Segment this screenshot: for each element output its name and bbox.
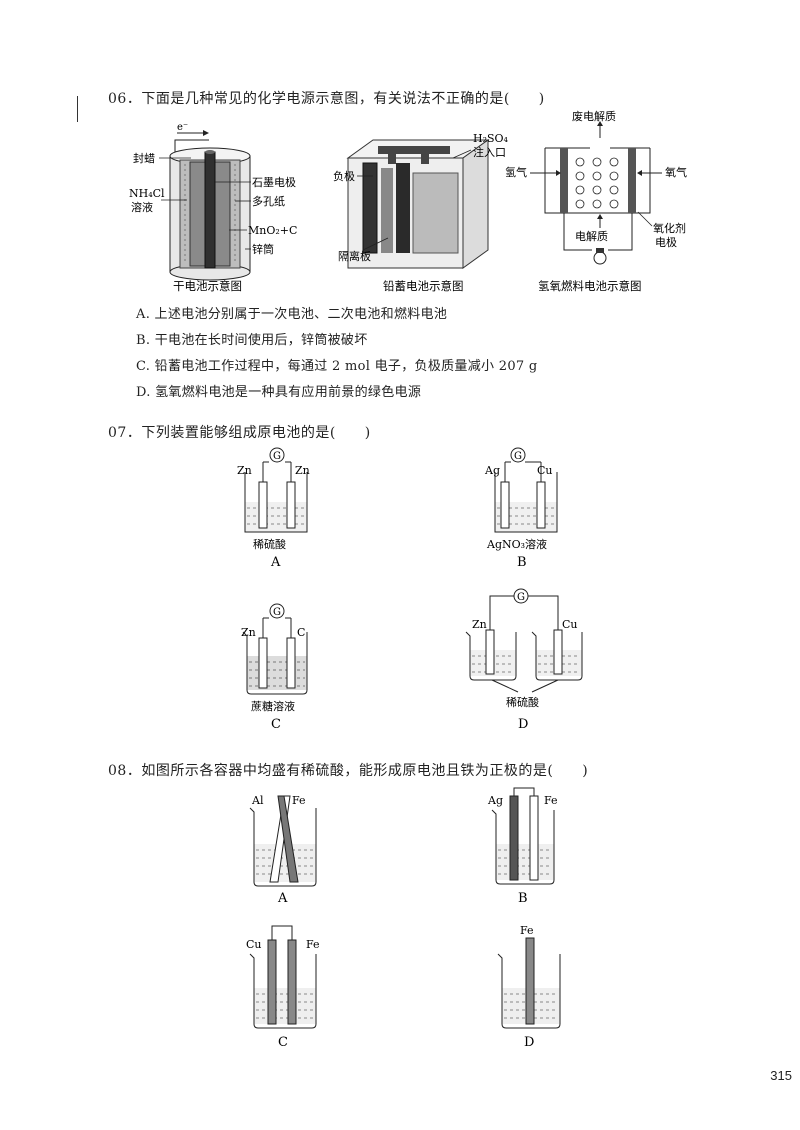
electrode-right: Fe (544, 794, 558, 807)
electrode-left: Al (251, 794, 264, 807)
electrode-right: Fe (292, 794, 306, 807)
electrode-left: Zn (237, 464, 252, 477)
q08-apparatus-b: Ag Fe B (487, 787, 558, 906)
q06-option-b: B. 干电池在长时间使用后，锌筒被破坏 (136, 333, 368, 348)
electrode-label: 电极 (655, 235, 677, 249)
electrode-left: Zn (472, 618, 487, 631)
solution-label: 稀硫酸 (253, 537, 286, 551)
dry-cell-figure: e⁻ 封蜡 NH₄Cl 溶液 石墨电极 多孔纸 MnO₂+C 锌筒 干电池示意图 (129, 122, 297, 293)
electrode-right: Zn (295, 464, 310, 477)
electrode-right: Cu (562, 618, 578, 631)
nh4cl-label: NH₄Cl (129, 187, 165, 200)
q07-apparatus-a: G Zn Zn 稀硫酸 A (237, 447, 310, 570)
q06-option-c: C. 铅蓄电池工作过程中，每通过 2 mol 电子，负极质量减小 207 g (136, 359, 538, 374)
q06-option-a: A. 上述电池分别属于一次电池、二次电池和燃料电池 (136, 307, 448, 322)
zinc-label: 锌筒 (252, 242, 274, 256)
separator-label: 隔离板 (338, 249, 371, 263)
galvanometer-label: G (517, 592, 525, 603)
mno2-label: MnO₂+C (248, 224, 297, 237)
lead-battery-caption: 铅蓄电池示意图 (383, 279, 464, 293)
q07-stem: 07．下列装置能够组成原电池的是( ) (108, 425, 371, 441)
electrode-left: Cu (246, 938, 262, 951)
seal-label: 封蜡 (133, 151, 155, 165)
option-letter: C (278, 1035, 288, 1050)
option-letter: A (270, 555, 281, 570)
electrode-right: Cu (537, 464, 553, 477)
electrode-right: C (297, 626, 305, 639)
electrolyte-label: 电解质 (575, 229, 608, 243)
q08-apparatus-a: Al Fe A (249, 794, 317, 906)
q07-apparatus-d: G Zn Cu 稀硫酸 D (465, 588, 583, 732)
oxidant-label: 氧化剂 (653, 221, 686, 235)
option-letter: C (271, 717, 281, 732)
electron-label: e⁻ (177, 122, 188, 133)
q08-apparatus-c: Cu Fe C (246, 925, 320, 1050)
graphite-label: 石墨电极 (252, 175, 296, 189)
electrode-left: Ag (487, 794, 503, 807)
option-letter: A (277, 891, 288, 906)
solution-label: 蔗糖溶液 (251, 699, 295, 713)
margin-mark (77, 96, 78, 122)
fuel-cell-figure: 废电解质 氢气 氧气 电解质 氧化剂 电极 氢氧燃料电池示意图 (505, 109, 687, 293)
h2so4-label: H₂SO₄ (473, 132, 509, 145)
option-letter: D (518, 717, 528, 732)
dry-cell-caption: 干电池示意图 (173, 279, 242, 293)
galvanometer-label: G (514, 451, 522, 462)
paper-label: 多孔纸 (252, 194, 285, 208)
q08-stem: 08．如图所示各容器中均盛有稀硫酸，能形成原电池且铁为正极的是( ) (108, 763, 589, 779)
electrode-top: Fe (520, 924, 534, 937)
nh4cl-solution-label: 溶液 (131, 200, 153, 214)
waste-electrolyte-label: 废电解质 (572, 109, 616, 123)
inlet-label: 注入口 (473, 145, 506, 159)
page-number: 315 (770, 1068, 792, 1083)
solution-label: 稀硫酸 (506, 695, 539, 709)
option-letter: D (524, 1035, 534, 1050)
negative-label: 负极 (333, 169, 355, 183)
fuel-cell-caption: 氢氧燃料电池示意图 (538, 279, 642, 293)
lead-battery-figure: H₂SO₄ 注入口 负极 隔离板 铅蓄电池示意图 (333, 132, 509, 293)
option-letter: B (518, 891, 528, 906)
galvanometer-label: G (273, 607, 281, 618)
option-letter: B (517, 555, 527, 570)
q07-apparatus-b: G Ag Cu AgNO₃溶液 B (484, 447, 558, 570)
q08-apparatus-d: Fe D (497, 924, 561, 1050)
electrode-left: Zn (241, 626, 256, 639)
galvanometer-label: G (273, 451, 281, 462)
electrode-left: Ag (484, 464, 500, 477)
q06-option-d: D. 氢氧燃料电池是一种具有应用前景的绿色电源 (136, 385, 422, 400)
o2-label: 氧气 (665, 165, 687, 179)
q07-apparatus-c: G Zn C 蔗糖溶液 C (241, 603, 308, 732)
q06-stem: 06．下面是几种常见的化学电源示意图，有关说法不正确的是( ) (108, 91, 545, 107)
electrode-right: Fe (306, 938, 320, 951)
h2-label: 氢气 (505, 165, 527, 179)
solution-label: AgNO₃溶液 (486, 537, 547, 551)
